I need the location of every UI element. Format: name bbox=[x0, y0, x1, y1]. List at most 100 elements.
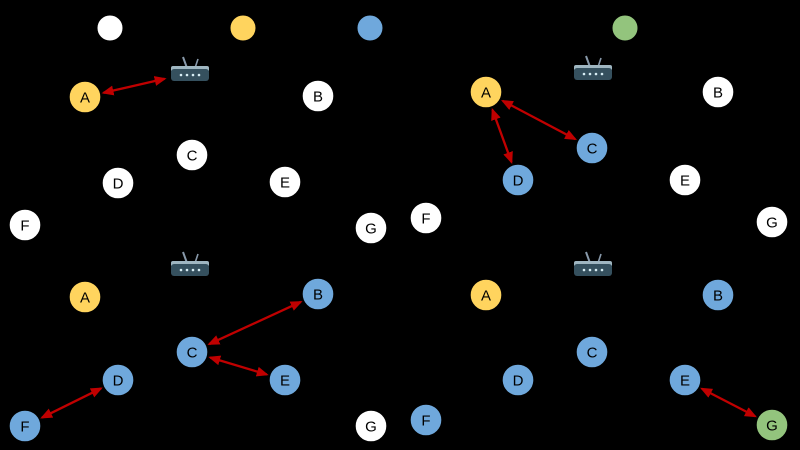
station-circle-tl-C bbox=[175, 138, 209, 172]
station-circle-bl-F bbox=[8, 409, 42, 443]
station-node-tl-A: A bbox=[68, 80, 102, 114]
station-circle-tr-F bbox=[409, 201, 443, 235]
arrow-tr-A-to-tr-D bbox=[491, 107, 513, 165]
station-circle-tl-F bbox=[8, 208, 42, 242]
legend-green-circle bbox=[611, 14, 639, 42]
station-label-tr-G: G bbox=[766, 214, 778, 231]
arrow-bl-F-to-bl-D bbox=[40, 387, 103, 419]
station-node-tr-A: A bbox=[469, 75, 503, 109]
legend-white-circle bbox=[96, 14, 124, 42]
station-label-br-G: G bbox=[766, 417, 778, 434]
station-circle-bl-D bbox=[101, 363, 135, 397]
station-circle-tr-D bbox=[501, 163, 535, 197]
station-circle-tl-A bbox=[68, 80, 102, 114]
wifi-router-icon-bl-router bbox=[171, 251, 209, 276]
station-node-bl-G: G bbox=[354, 409, 388, 443]
wifi-router-icon-tr-router bbox=[574, 55, 612, 80]
arrow-tl-A-to-tl-router bbox=[101, 76, 167, 96]
arrow-tr-A-to-tr-C bbox=[501, 99, 577, 141]
station-circle-tl-D bbox=[101, 166, 135, 200]
station-label-tl-F: F bbox=[20, 217, 29, 234]
station-label-br-B: B bbox=[713, 287, 723, 304]
station-circle-tr-A bbox=[469, 75, 503, 109]
station-circle-br-D bbox=[501, 363, 535, 397]
station-circle-bl-B bbox=[301, 277, 335, 311]
station-label-tl-B: B bbox=[313, 88, 323, 105]
station-node-bl-B: B bbox=[301, 277, 335, 311]
station-label-tr-B: B bbox=[713, 84, 723, 101]
station-label-bl-B: B bbox=[313, 286, 323, 303]
station-label-bl-A: A bbox=[80, 289, 90, 306]
arrows-layer bbox=[40, 76, 757, 419]
station-label-tl-E: E bbox=[280, 174, 290, 191]
station-node-tr-D: D bbox=[501, 163, 535, 197]
station-node-tl-D: D bbox=[101, 166, 135, 200]
station-label-bl-F: F bbox=[20, 418, 29, 435]
arrow-br-E-to-br-G bbox=[700, 387, 757, 418]
station-node-tl-C: C bbox=[175, 138, 209, 172]
station-circle-br-G bbox=[755, 408, 789, 442]
station-node-br-F: F bbox=[409, 403, 443, 437]
station-circle-tl-G bbox=[354, 211, 388, 245]
station-label-tr-E: E bbox=[680, 172, 690, 189]
station-label-br-C: C bbox=[587, 344, 598, 361]
station-circle-bl-C bbox=[175, 335, 209, 369]
station-label-tr-D: D bbox=[513, 172, 524, 189]
station-circle-tr-C bbox=[575, 131, 609, 165]
station-node-tl-G: G bbox=[354, 211, 388, 245]
station-circle-tl-B bbox=[301, 79, 335, 113]
station-label-br-E: E bbox=[680, 372, 690, 389]
station-label-tl-A: A bbox=[80, 89, 90, 106]
station-circle-br-B bbox=[701, 278, 735, 312]
station-circle-bl-A bbox=[68, 280, 102, 314]
station-node-bl-E: E bbox=[268, 363, 302, 397]
station-node-tr-F: F bbox=[409, 201, 443, 235]
station-node-br-C: C bbox=[575, 335, 609, 369]
station-label-tr-C: C bbox=[587, 140, 598, 157]
station-node-bl-A: A bbox=[68, 280, 102, 314]
arrow-bl-C-to-bl-E bbox=[208, 355, 269, 377]
station-node-tl-E: E bbox=[268, 165, 302, 199]
station-node-tr-E: E bbox=[668, 163, 702, 197]
station-circle-br-A bbox=[469, 278, 503, 312]
station-label-tr-F: F bbox=[421, 210, 430, 227]
station-label-bl-G: G bbox=[365, 418, 377, 435]
legend-layer bbox=[96, 14, 639, 42]
station-node-tl-F: F bbox=[8, 208, 42, 242]
station-label-bl-D: D bbox=[113, 372, 124, 389]
station-label-bl-C: C bbox=[187, 344, 198, 361]
station-node-tr-B: B bbox=[701, 75, 735, 109]
legend-blue-circle bbox=[356, 14, 384, 42]
station-node-br-D: D bbox=[501, 363, 535, 397]
nodes-layer: A B C D E F G A B C D E F G A B C D E F G A B C D E F G bbox=[8, 75, 789, 443]
station-label-tl-C: C bbox=[187, 147, 198, 164]
station-node-tl-B: B bbox=[301, 79, 335, 113]
wifi-router-icon-tl-router bbox=[171, 56, 209, 81]
routers-layer bbox=[171, 55, 612, 276]
station-circle-br-F bbox=[409, 403, 443, 437]
station-label-tl-D: D bbox=[113, 175, 124, 192]
station-node-br-A: A bbox=[469, 278, 503, 312]
station-circle-tr-B bbox=[701, 75, 735, 109]
wifi-router-icon-br-router bbox=[574, 251, 612, 276]
station-node-br-E: E bbox=[668, 363, 702, 397]
station-circle-tr-E bbox=[668, 163, 702, 197]
station-label-tl-G: G bbox=[365, 220, 377, 237]
station-label-br-A: A bbox=[481, 287, 491, 304]
station-node-bl-D: D bbox=[101, 363, 135, 397]
station-circle-tl-E bbox=[268, 165, 302, 199]
station-label-br-F: F bbox=[421, 412, 430, 429]
station-circle-br-C bbox=[575, 335, 609, 369]
station-circle-tr-G bbox=[755, 205, 789, 239]
station-node-bl-C: C bbox=[175, 335, 209, 369]
station-circle-bl-E bbox=[268, 363, 302, 397]
station-circle-br-E bbox=[668, 363, 702, 397]
station-label-br-D: D bbox=[513, 372, 524, 389]
station-label-bl-E: E bbox=[280, 372, 290, 389]
station-node-tr-C: C bbox=[575, 131, 609, 165]
legend-yellow-circle bbox=[229, 14, 257, 42]
station-label-tr-A: A bbox=[481, 84, 491, 101]
station-node-tr-G: G bbox=[755, 205, 789, 239]
